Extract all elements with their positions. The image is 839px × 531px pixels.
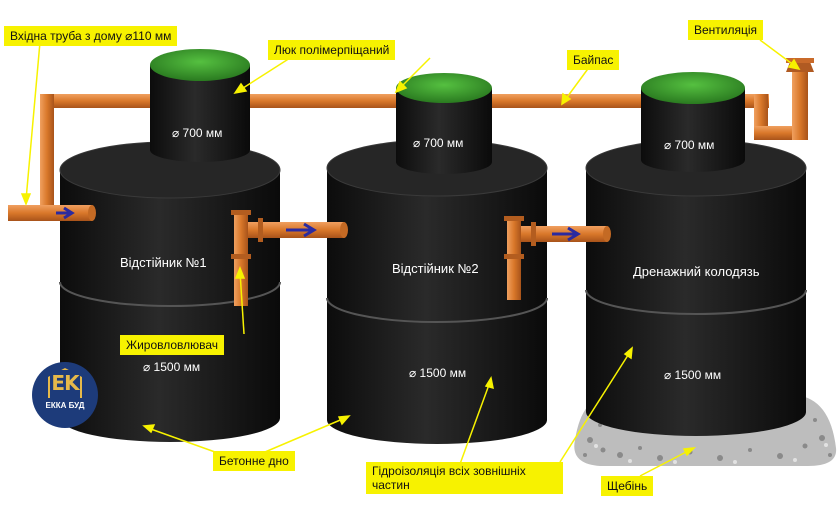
label-grease-trap: Жировловлювач xyxy=(120,335,225,355)
label-hatch: Люк полімерпіщаний xyxy=(268,40,396,60)
logo-monogram: EK xyxy=(51,371,79,395)
tank-2-ring-diameter: ⌀ 1500 мм xyxy=(409,366,467,380)
label-concrete-bottom: Бетонне дно xyxy=(213,451,295,471)
label-waterproofing: Гідроізоляція всіх зовнішніх частин xyxy=(366,462,563,494)
inlet-pipe xyxy=(8,205,96,221)
tank-1-hatch-diameter: ⌀ 700 мм xyxy=(172,126,223,140)
well-ring-diameter: ⌀ 1500 мм xyxy=(664,368,722,382)
flow-arrow-3 xyxy=(552,226,581,242)
tank-2-hatch-diameter: ⌀ 700 мм xyxy=(413,136,464,150)
hatch-cover-3 xyxy=(641,72,745,104)
vent-pipe xyxy=(792,72,808,140)
label-ventilation: Вентиляція xyxy=(688,20,764,40)
settling-tank-2 xyxy=(326,73,548,444)
well-name: Дренажний колодязь xyxy=(633,264,760,279)
bypass-pipe xyxy=(40,58,814,212)
tank-1-name: Відстійник №1 xyxy=(120,255,207,270)
hatch-cover-1 xyxy=(150,49,250,81)
well-hatch-diameter: ⌀ 700 мм xyxy=(664,138,715,152)
transfer-pipe-2 xyxy=(504,216,611,300)
tank-2-name: Відстійник №2 xyxy=(392,261,479,276)
hatch-cover-2 xyxy=(396,73,492,103)
company-logo: EK ЕККА БУД xyxy=(32,362,98,428)
label-bypass: Байпас xyxy=(567,50,620,70)
callout-pointers xyxy=(20,39,801,477)
tank-1-ring-diameter: ⌀ 1500 мм xyxy=(143,360,201,374)
flow-arrow-2 xyxy=(286,222,317,238)
logo-name: ЕККА БУД xyxy=(45,401,85,410)
house-roof-icon xyxy=(48,368,82,398)
settling-tank-1 xyxy=(59,49,281,442)
label-inlet-pipe: Вхідна труба з дому ⌀110 мм xyxy=(4,26,178,46)
drainage-well xyxy=(585,72,807,436)
label-gravel: Щебінь xyxy=(601,476,654,496)
grease-trap-pipe xyxy=(231,210,348,306)
flow-arrow-1 xyxy=(56,206,75,220)
